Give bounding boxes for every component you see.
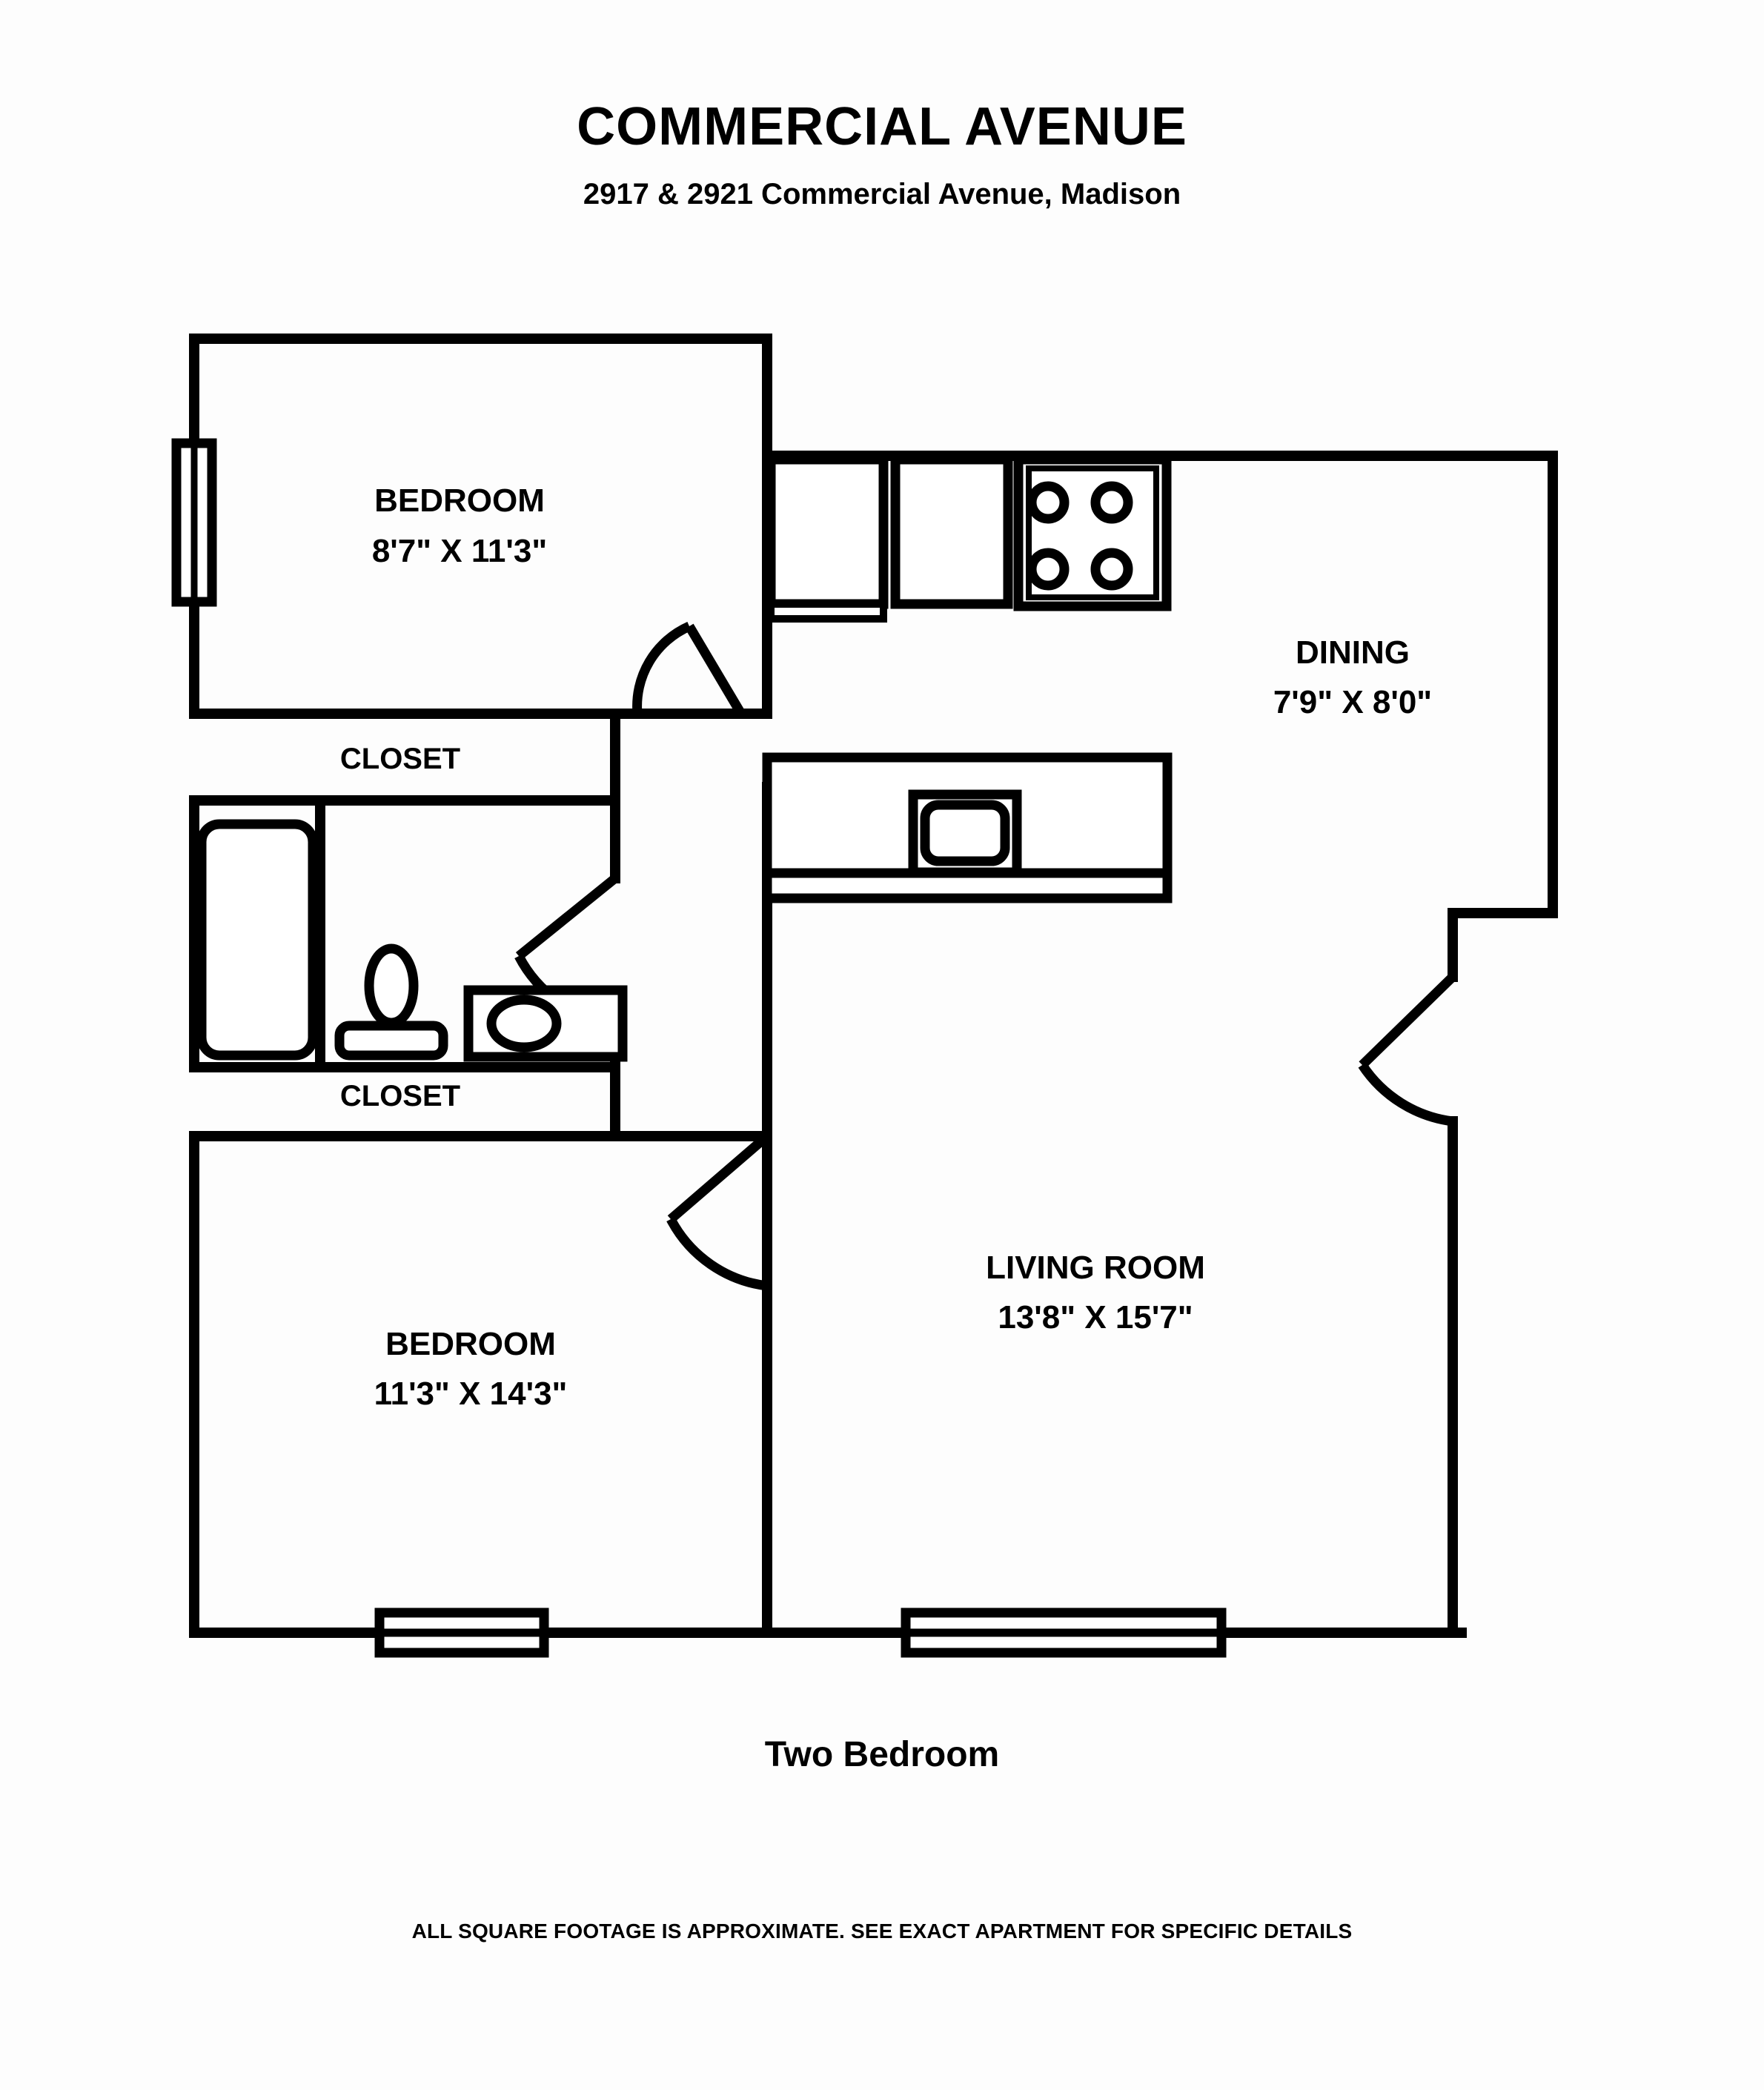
room-label-living-name: LIVING ROOM	[986, 1250, 1205, 1286]
room-label-bedroom2-dim: 11'3" X 14'3"	[374, 1376, 568, 1412]
door-entry-panel[interactable]	[1359, 973, 1456, 1069]
room-label-bedroom1-dim: 8'7" X 11'3"	[372, 533, 547, 569]
refrigerator-door-line	[767, 600, 887, 623]
burner-icon	[1027, 548, 1070, 591]
door-bedroom2-arc	[666, 1216, 768, 1291]
room-label-closet1: CLOSET	[340, 743, 460, 775]
burner-icon	[1090, 481, 1133, 524]
plan-type-label: Two Bedroom	[764, 1735, 1000, 1774]
room-label-bedroom1-name: BEDROOM	[374, 482, 545, 519]
bathroom-fixtures	[196, 819, 628, 1062]
page-subtitle: 2917 & 2921 Commercial Avenue, Madison	[583, 178, 1181, 210]
room-labels: BEDROOM 8'7" X 11'3" CLOSET CLOSET DININ…	[340, 482, 1432, 1412]
window-bedroom2-bottom	[374, 1608, 549, 1658]
door-group	[514, 622, 1456, 1291]
window-living-bottom	[901, 1608, 1227, 1658]
bathtub-icon	[196, 819, 318, 1061]
room-label-dining-name: DINING	[1296, 634, 1410, 671]
toilet-tank-icon	[334, 1021, 448, 1061]
page-title: COMMERCIAL AVENUE	[577, 97, 1187, 156]
disclaimer-text: ALL SQUARE FOOTAGE IS APPROXIMATE. SEE E…	[411, 1920, 1353, 1943]
base-cabinet-icon	[890, 454, 1013, 609]
door-bedroom1-arc	[632, 622, 692, 714]
refrigerator-icon	[766, 454, 889, 609]
vanity-sink-icon	[486, 995, 562, 1052]
door-entry-arc	[1358, 1062, 1453, 1127]
toilet-bowl-icon	[364, 943, 419, 1028]
window-bedroom1-left	[171, 438, 217, 607]
kitchen-fixtures	[762, 454, 1173, 903]
room-label-living-dim: 13'8" X 15'7"	[998, 1299, 1193, 1336]
room-label-bedroom2-name: BEDROOM	[385, 1326, 556, 1362]
window-group	[171, 438, 1227, 1658]
burner-icon	[1090, 548, 1133, 591]
room-label-closet2: CLOSET	[340, 1080, 460, 1112]
door-bathroom-panel[interactable]	[515, 874, 619, 961]
burner-icon	[1027, 481, 1070, 524]
door-bedroom1-panel[interactable]	[685, 623, 746, 717]
room-label-dining-dim: 7'9" X 8'0"	[1273, 684, 1432, 720]
door-bedroom2-panel[interactable]	[667, 1132, 771, 1223]
kitchen-sink-basin	[920, 800, 1010, 866]
